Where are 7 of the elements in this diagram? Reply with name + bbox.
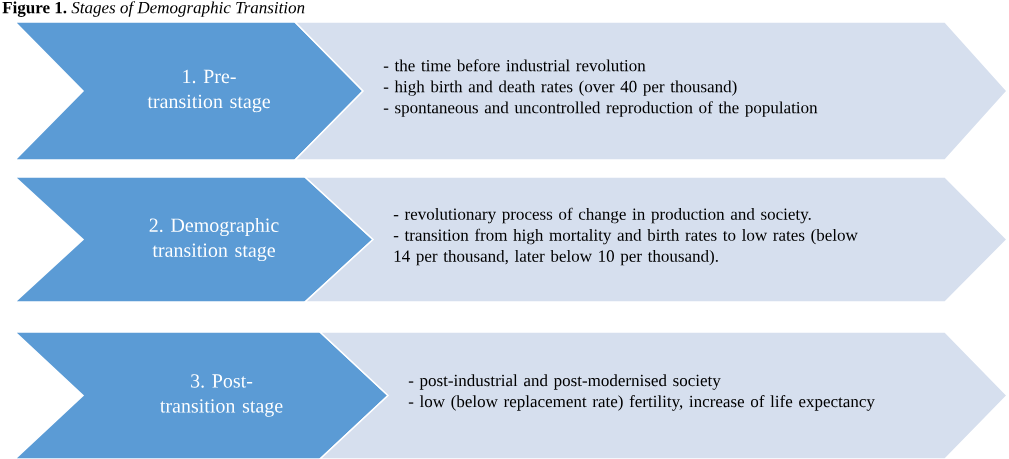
stage-panel: 2. Demographic transition stage <box>13 176 375 303</box>
stage-panel: 3. Post-transition stage <box>13 331 390 459</box>
description-panel: - post-industrial and post-modernised society - low (below replacement rate) fertility, increase of life expectancy <box>318 331 1009 459</box>
description-panel: - the time before industrial revolution - high birth and death rates (over 40 per thousand) - spontaneous and uncontrolled reproduction of the population <box>293 21 1008 161</box>
stage-panel: 1. Pre-transition stage <box>13 21 365 161</box>
figure-title: Figure 1. Stages of Demographic Transition <box>2 1 305 17</box>
description-panel: - revolutionary process of change in production and society. - transition from high mortality and birth rates to low rates (below 14 per thousand, later below 10 per thousand). <box>303 176 1009 303</box>
